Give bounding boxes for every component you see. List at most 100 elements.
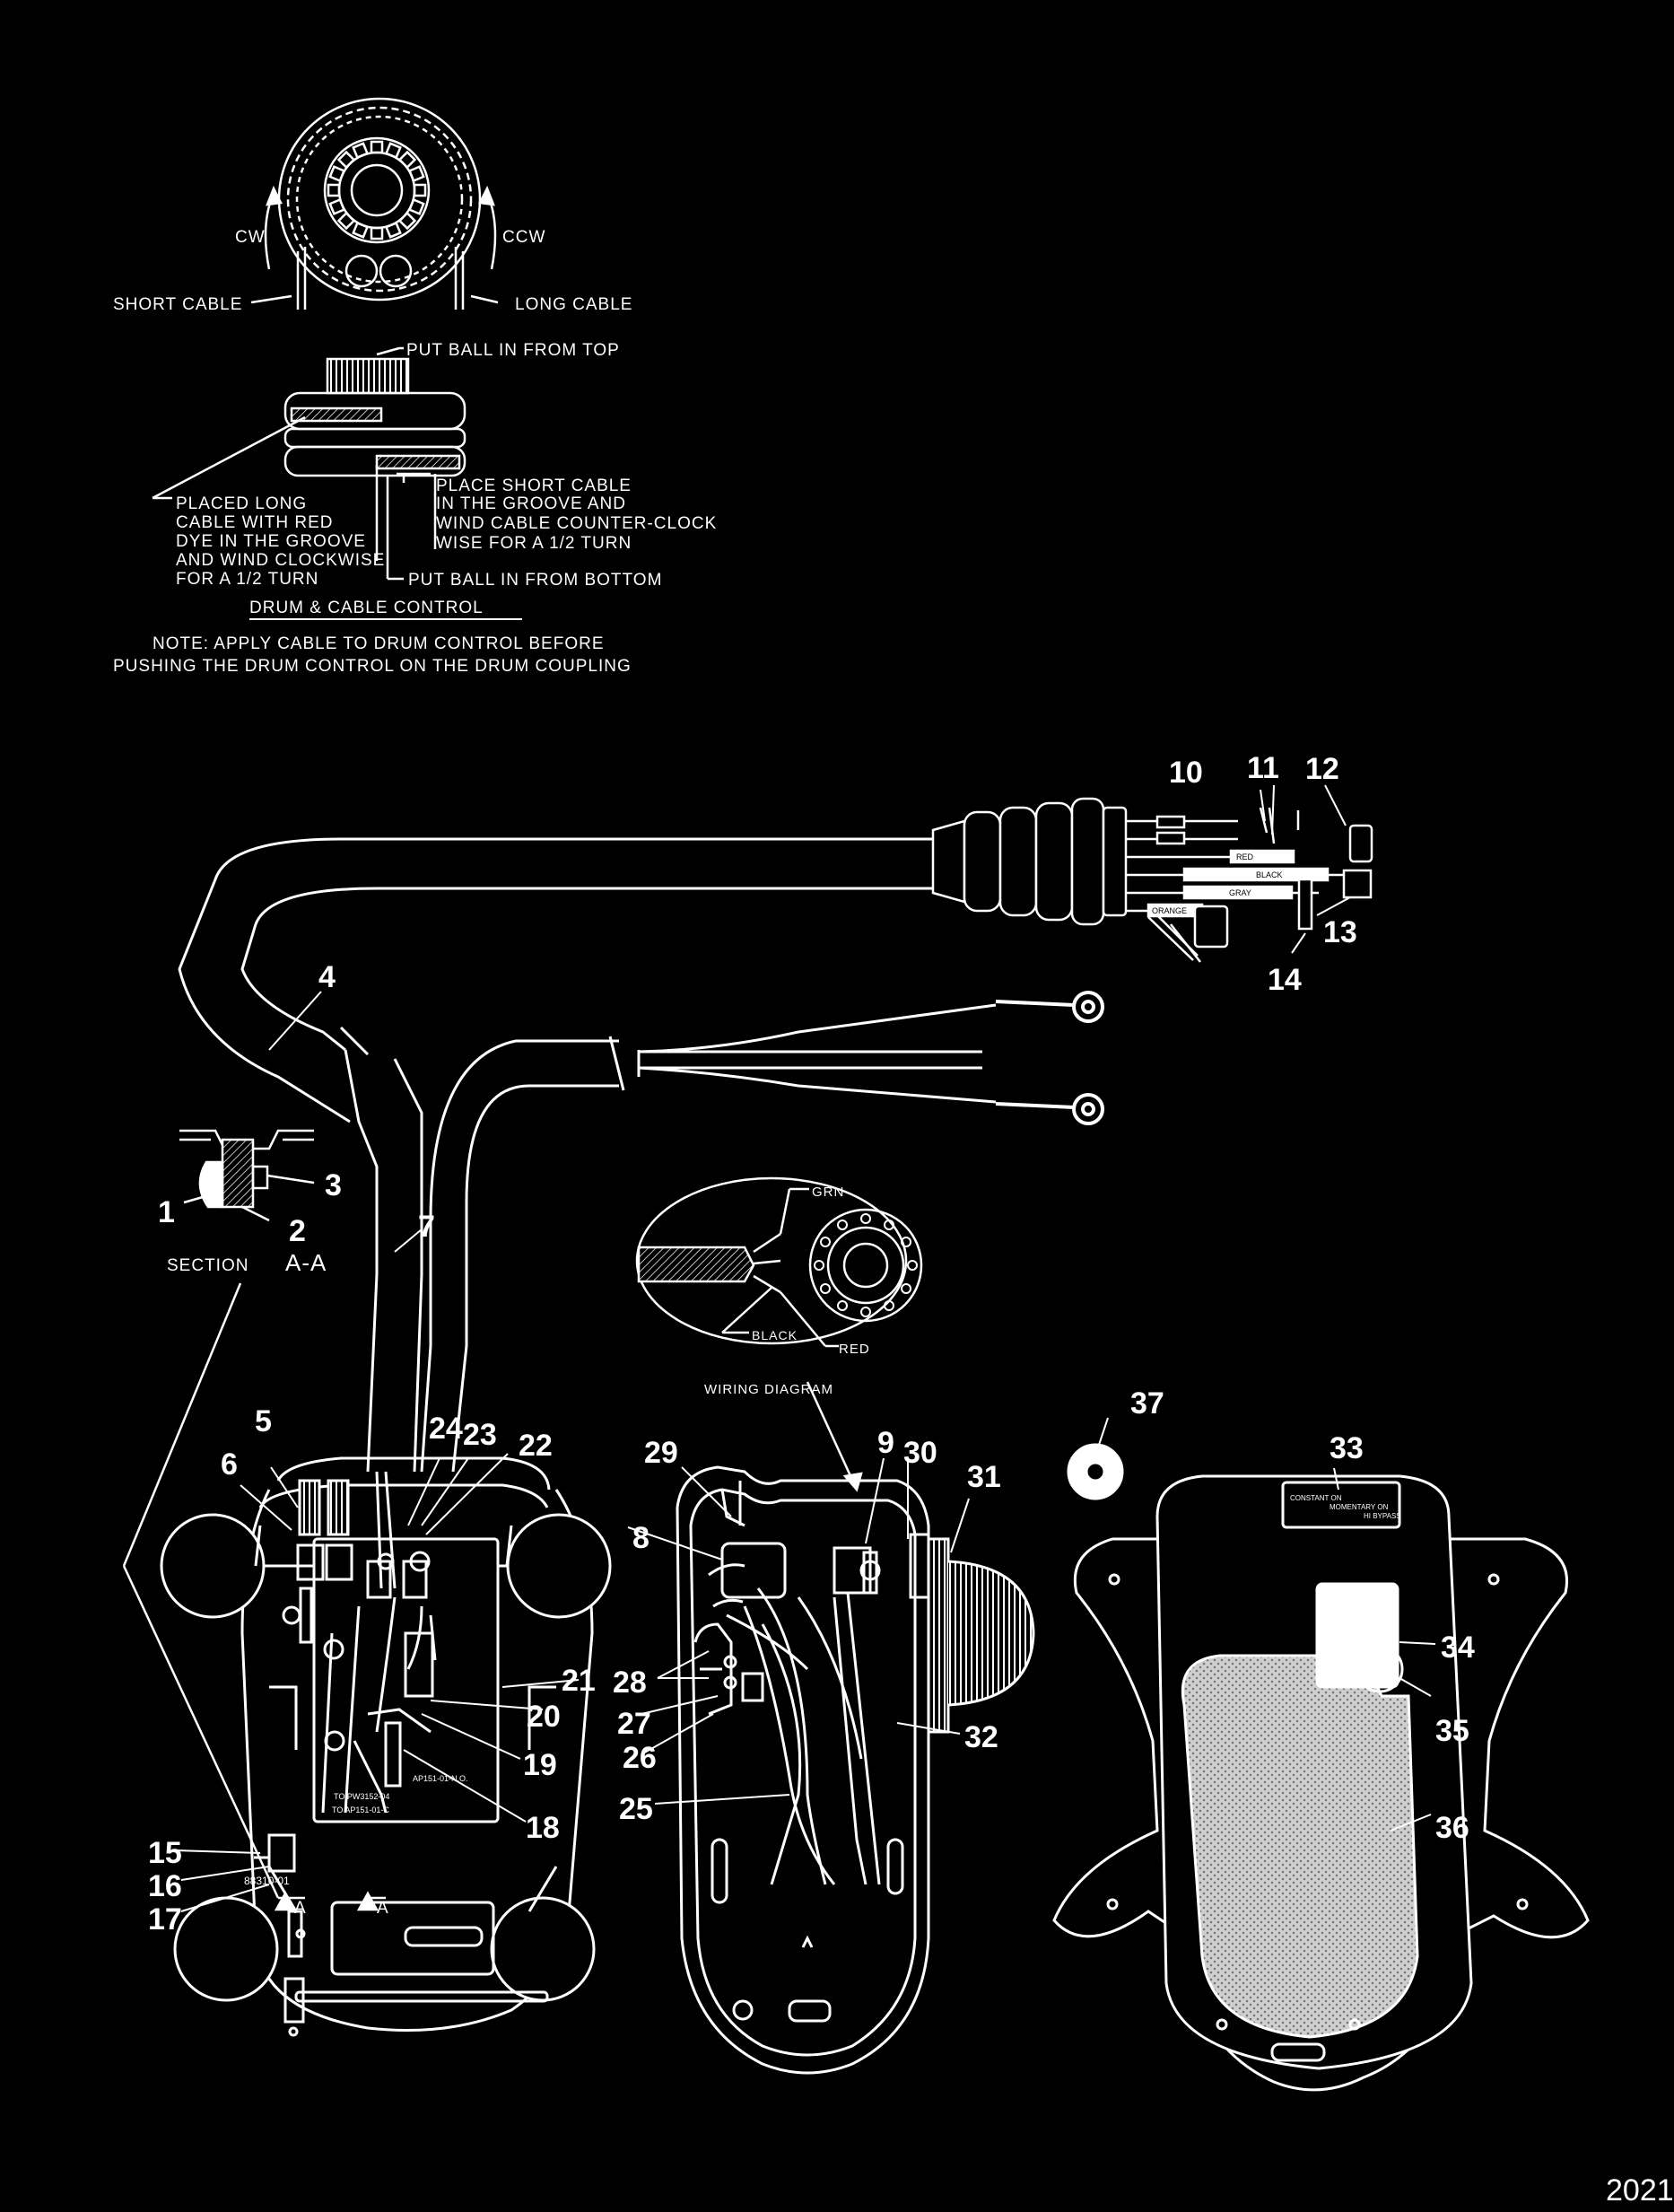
- callout-14: 14: [1268, 963, 1302, 997]
- callout-20: 20: [527, 1700, 561, 1734]
- cable-harness: [178, 837, 997, 1473]
- callout-9: 9: [877, 1426, 894, 1460]
- callout-5: 5: [255, 1404, 272, 1438]
- sprocket-tooth: [384, 221, 402, 239]
- callout-35: 35: [1435, 1714, 1469, 1748]
- drum-note-2: PUSHING THE DRUM CONTROL ON THE DRUM COU…: [113, 657, 632, 676]
- footer-code: 2021: [1606, 2173, 1674, 2208]
- sprocket-tooth: [327, 183, 341, 197]
- sprocket-tooth: [328, 165, 346, 183]
- connector-pin: [884, 1300, 894, 1312]
- pedal-label-momentary: MOMENTARY ON: [1330, 1503, 1389, 1511]
- section-title: SECTION: [167, 1256, 248, 1275]
- pedal-side-interior: [676, 1465, 1035, 2075]
- callout-15: 15: [148, 1836, 182, 1870]
- short-note-1: PLACE SHORT CABLE: [436, 476, 632, 495]
- ring-terminal-bottom: [995, 1093, 1104, 1125]
- ball-bottom-label: PUT BALL IN FROM BOTTOM: [408, 571, 662, 590]
- section-mark-a-left: A: [294, 1899, 307, 1918]
- callout-18: 18: [526, 1811, 560, 1845]
- wire-tag-black: BLACK: [1256, 870, 1283, 879]
- pedal-base-interior: [160, 1456, 612, 2037]
- connector-pin: [860, 1213, 871, 1224]
- wire-tag-orange: ORANGE: [1152, 906, 1187, 915]
- callout-8: 8: [632, 1521, 650, 1555]
- long-note-2: CABLE WITH RED: [176, 513, 334, 532]
- long-note-5: FOR A 1/2 TURN: [176, 570, 318, 589]
- ball-top-label: PUT BALL IN FROM TOP: [406, 341, 620, 360]
- sprocket-tooth: [407, 165, 425, 183]
- board-text-1: TO PW3152-04: [334, 1792, 389, 1801]
- callout-1: 1: [158, 1195, 175, 1229]
- short-note-4: WISE FOR A 1/2 TURN: [436, 534, 632, 553]
- callout-37: 37: [1130, 1386, 1164, 1421]
- callout-36: 36: [1435, 1811, 1469, 1845]
- wiring-grn-label: GRN: [812, 1185, 844, 1200]
- short-note-3: WIND CABLE COUNTER-CLOCK: [436, 514, 717, 533]
- callout-33: 33: [1330, 1431, 1364, 1465]
- callout-30: 30: [903, 1436, 937, 1470]
- connector-pin: [907, 1260, 918, 1271]
- connector-pin: [884, 1219, 894, 1230]
- board-number: 88310-01: [244, 1875, 290, 1887]
- callout-32: 32: [964, 1720, 998, 1754]
- long-cable-label: LONG CABLE: [515, 295, 632, 314]
- callout-23: 23: [463, 1418, 497, 1452]
- callout-21: 21: [562, 1664, 596, 1698]
- callout-12: 12: [1305, 752, 1339, 786]
- callout-2: 2: [289, 1214, 306, 1248]
- drum-detail-title: DRUM & CABLE CONTROL: [249, 599, 484, 617]
- sprocket-tooth: [397, 150, 417, 170]
- callout-34: 34: [1441, 1631, 1475, 1665]
- callout-29: 29: [644, 1436, 678, 1470]
- drum-stack: [152, 346, 466, 581]
- callout-11: 11: [1247, 751, 1279, 785]
- connector-plug: [931, 797, 1373, 963]
- long-note-3: DYE IN THE GROOVE: [176, 532, 366, 551]
- sprocket-tooth: [336, 211, 356, 231]
- wiring-black-label: BLACK: [752, 1328, 798, 1342]
- section-leader-lines: [122, 1282, 386, 1911]
- circuit-board: [312, 1537, 500, 1823]
- callout-13: 13: [1323, 915, 1357, 949]
- callout-leaders: [174, 784, 1436, 1912]
- sprocket-tooth: [370, 140, 384, 154]
- callout-numbers: 1 2 3 4 5 6 7 8 9 10 11 12 13 14 15 16 1…: [148, 751, 1475, 1937]
- callout-19: 19: [523, 1748, 557, 1782]
- callout-6: 6: [221, 1447, 238, 1482]
- sprocket-tooth: [352, 221, 370, 239]
- section-a-a-detail: [179, 1129, 315, 1222]
- wire-tag-gray: GRAY: [1229, 888, 1251, 897]
- pedal-label-constant: CONSTANT ON: [1290, 1494, 1342, 1502]
- connector-pin: [837, 1300, 848, 1312]
- drum-cable-detail: [250, 97, 499, 310]
- wiring-diagram: [635, 1176, 923, 1492]
- pedal-label-bypass: HI BYPASS: [1364, 1512, 1401, 1520]
- connector-pin: [819, 1237, 831, 1247]
- connector-pin: [819, 1283, 831, 1294]
- callout-24: 24: [429, 1412, 463, 1446]
- sprocket-tooth: [336, 150, 356, 170]
- short-note-2: IN THE GROOVE AND: [436, 494, 626, 513]
- sprocket-tooth: [370, 226, 384, 240]
- ccw-label: CCW: [502, 228, 545, 247]
- callout-27: 27: [617, 1707, 651, 1741]
- sprocket-tooth: [413, 183, 427, 197]
- sprocket-tooth: [384, 142, 402, 160]
- wire-tag-red: RED: [1236, 852, 1254, 861]
- connector-pin: [860, 1307, 871, 1317]
- sprocket-tooth: [397, 211, 417, 231]
- connector-pin: [814, 1260, 824, 1271]
- ring-terminal-top: [995, 991, 1104, 1023]
- callout-22: 22: [519, 1429, 553, 1463]
- sprocket-tooth: [352, 142, 370, 160]
- connector-pin: [901, 1237, 912, 1247]
- long-note-4: AND WIND CLOCKWISE: [176, 551, 385, 570]
- callout-31: 31: [967, 1460, 1001, 1494]
- section-suffix: A-A: [285, 1249, 327, 1276]
- callout-4: 4: [318, 960, 336, 994]
- long-note-1: PLACED LONG: [176, 494, 307, 513]
- callout-3: 3: [325, 1168, 342, 1202]
- pedal-top-view: [1052, 1443, 1590, 2092]
